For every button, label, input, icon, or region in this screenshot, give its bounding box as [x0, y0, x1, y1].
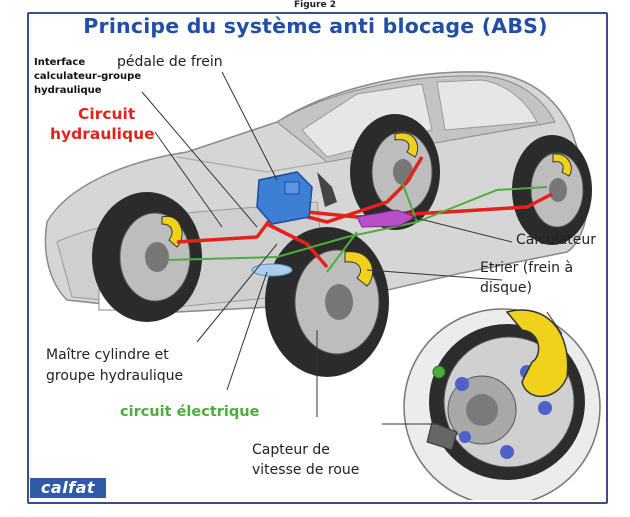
master-cylinder [251, 263, 293, 277]
label-interface-line2: calculateur-groupe [34, 71, 142, 82]
wheel-rear-left [350, 114, 440, 230]
brake-pedal [317, 172, 337, 207]
label-etrier-2: disque) [480, 280, 532, 296]
hydraulic-circuit [176, 156, 553, 269]
hydraulic-modulator [256, 171, 313, 225]
label-maitre-cylindre-1: Maître cylindre et [46, 347, 169, 363]
wheel-front-left [92, 192, 202, 322]
label-circuit-hydraulique-1: Circuit [78, 105, 136, 123]
diagram-title: Principe du système anti blocage (ABS) [83, 14, 548, 38]
label-interface-line1: Interface [34, 57, 86, 68]
label-pedale: pédale de frein [117, 54, 223, 70]
label-capteur-1: Capteur de [252, 442, 330, 458]
label-capteur-2: vitesse de roue [252, 462, 360, 478]
label-circuit-electrique: circuit électrique [120, 404, 260, 420]
label-calculateur: Calculateur [516, 232, 597, 248]
leader-lines [141, 71, 563, 425]
calfat-logo: calfat [30, 478, 106, 498]
abs-illustration [44, 71, 601, 500]
wheel-rear-right [512, 135, 592, 245]
label-maitre-cylindre-2: groupe hydraulique [46, 368, 184, 384]
label-circuit-hydraulique-2: hydraulique [50, 125, 155, 143]
brake-detail [403, 308, 601, 500]
figure-label: Figure 2 [293, 0, 337, 10]
label-interface-line3: hydraulique [34, 85, 102, 96]
electric-circuit [166, 181, 548, 273]
calculator-box [356, 209, 417, 228]
label-etrier-1: Etrier (frein à [480, 260, 574, 276]
wheel-front-right [265, 227, 389, 377]
